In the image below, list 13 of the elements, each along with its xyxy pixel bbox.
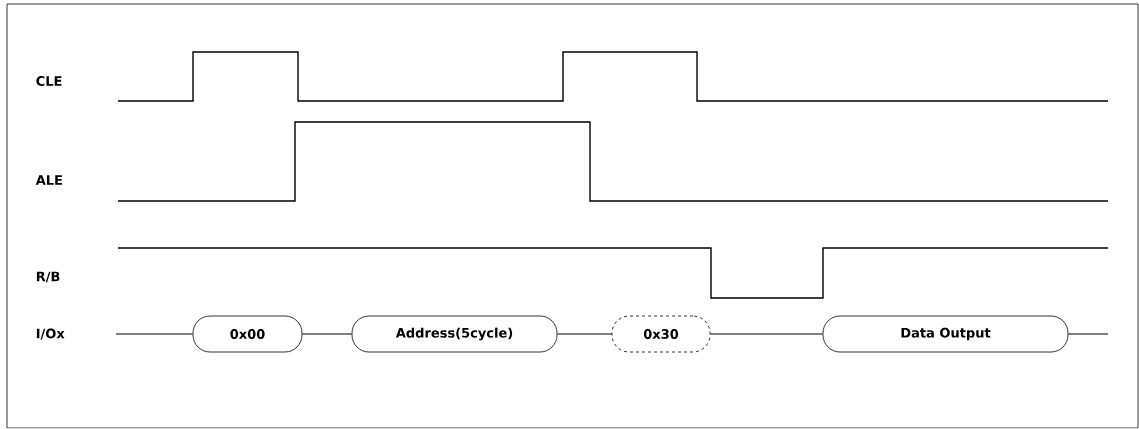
data-box: 0x00 <box>192 315 303 353</box>
data-box: Data Output <box>822 315 1069 353</box>
signal-name: R/B <box>36 271 60 283</box>
data-box: Address(5cycle) <box>351 315 558 353</box>
signal-name: I/Ox <box>36 328 65 340</box>
bus-line <box>301 333 353 335</box>
signal-name: CLE <box>36 76 62 86</box>
signal-name: ALE <box>35 175 62 185</box>
bus-line <box>1067 333 1109 335</box>
bus-line <box>556 333 613 335</box>
data-box: 0x30 <box>611 315 711 353</box>
bus-line <box>709 333 824 335</box>
bus-line <box>115 333 194 335</box>
